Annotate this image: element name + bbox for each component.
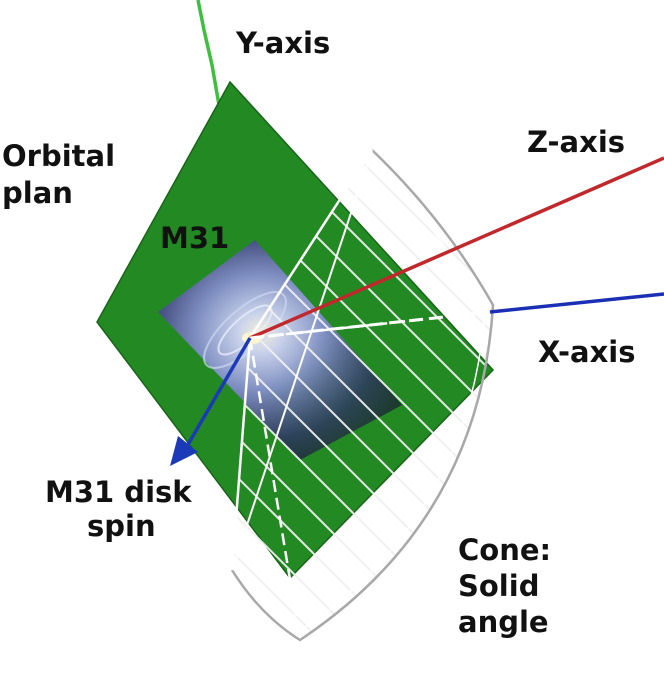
m31-galaxy-image <box>158 240 402 460</box>
disk-spin-label-line1: M31 disk <box>45 475 192 509</box>
cone-label-line3: angle <box>458 605 549 639</box>
cone-label-line2: Solid <box>458 569 539 603</box>
cone-label-line1: Cone: <box>458 533 551 567</box>
disk-spin-label-line2: spin <box>87 509 156 543</box>
z-axis-label: Z-axis <box>527 125 625 159</box>
y-axis-label: Y-axis <box>235 26 330 60</box>
m31-label: M31 <box>160 221 229 255</box>
x-axis-line-dashed <box>249 310 491 340</box>
x-axis-label: X-axis <box>538 335 636 369</box>
orbital-plan-label-line2: plan <box>2 176 73 210</box>
z-axis-line <box>249 156 664 340</box>
x-axis-line <box>489 292 664 314</box>
disk-spin-vector-line <box>184 337 252 449</box>
orbital-plan-label-line1: Orbital <box>2 139 115 173</box>
disk-spin-arrowhead <box>170 436 198 466</box>
